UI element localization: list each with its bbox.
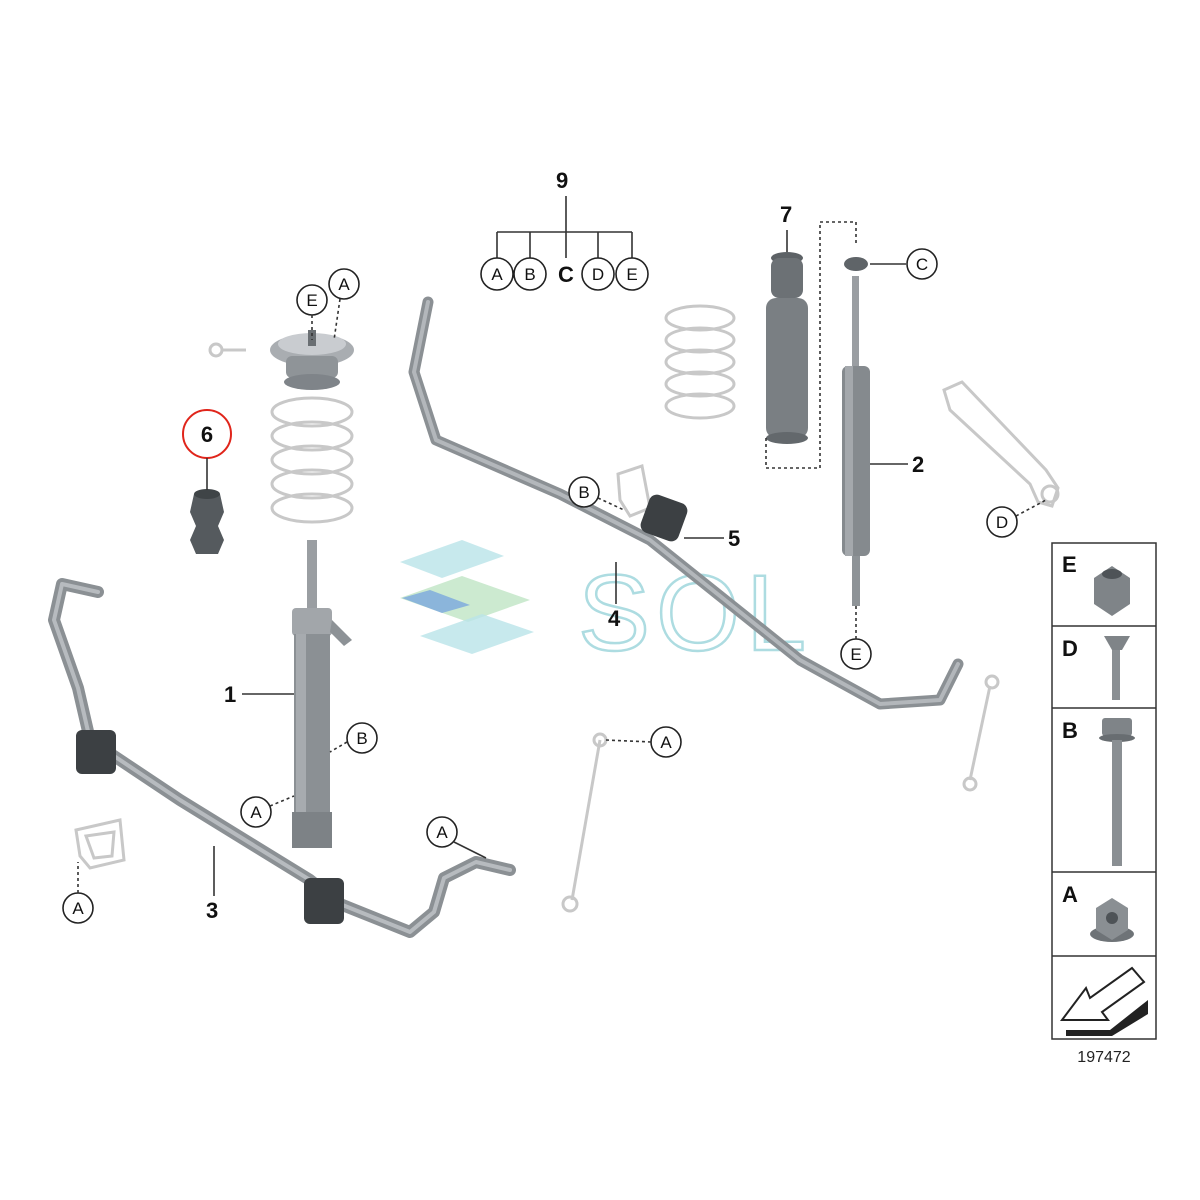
bolt-long-icon xyxy=(1099,718,1135,866)
kit-tag-C-label: C xyxy=(558,262,574,287)
bolt-short-icon xyxy=(1104,636,1130,700)
legend-row-A: A xyxy=(1062,882,1134,942)
kit-tag-D: D xyxy=(581,257,615,291)
callout-1: 1 xyxy=(224,682,236,707)
legend-row-D: D xyxy=(1062,636,1130,700)
callout-7: 7 xyxy=(780,202,792,227)
ghost-coil-spring-front xyxy=(270,396,354,524)
svg-text:A: A xyxy=(338,275,350,294)
callout-3: 3 xyxy=(206,898,218,923)
svg-text:B: B xyxy=(356,729,367,748)
callout-4: 4 xyxy=(608,606,621,631)
legend-row-B: B xyxy=(1062,718,1135,866)
kit-9-group: 9 A B C D E xyxy=(480,168,649,291)
front-bushing-right xyxy=(304,878,344,924)
ghost-bushing-clamp-front xyxy=(74,818,126,870)
kit-tag-B-label: B xyxy=(524,265,535,284)
callout-1-group: 1 xyxy=(224,682,294,707)
strut-top-mount xyxy=(270,330,354,390)
callout-3-group: 3 xyxy=(206,846,218,923)
kit-tag-A: A xyxy=(480,257,514,291)
ghost-control-arm-rear xyxy=(942,380,1060,508)
ghost-bushing-clamp-rear xyxy=(616,464,652,518)
rear-shock-absorber xyxy=(842,257,870,606)
kit-tag-D-label: D xyxy=(592,265,604,284)
front-bushing-left xyxy=(76,730,116,774)
tag-A-front-clamp: A xyxy=(62,862,94,924)
svg-text:A: A xyxy=(72,899,84,918)
tag-A-link-bottom: A xyxy=(426,816,487,859)
svg-text:B: B xyxy=(578,483,589,502)
callout-5-group: 5 xyxy=(684,526,740,551)
svg-text:C: C xyxy=(916,255,928,274)
bump-stop xyxy=(190,489,224,554)
kit-tag-E-label: E xyxy=(626,265,637,284)
kit-tag-B: B xyxy=(513,257,547,291)
callout-9: 9 xyxy=(556,168,568,193)
svg-text:D: D xyxy=(996,513,1008,532)
reference-number: 197472 xyxy=(1077,1049,1130,1066)
svg-text:A: A xyxy=(660,733,672,752)
callout-5: 5 xyxy=(728,526,740,551)
svg-text:A: A xyxy=(250,803,262,822)
ghost-coil-spring-rear xyxy=(664,304,736,420)
watermark: SOL xyxy=(400,540,807,674)
callout-2-group: 2 xyxy=(870,452,924,477)
svg-text:E: E xyxy=(850,645,861,664)
tag-D-control-arm: D xyxy=(986,499,1047,538)
ghost-link-rod-rear xyxy=(962,674,1000,792)
rear-dust-boot xyxy=(766,252,808,444)
callout-4-group: 4 xyxy=(608,562,621,631)
tag-B-rear-clamp: B xyxy=(568,476,625,511)
tag-E-strut-top: E xyxy=(296,284,328,340)
tag-A-strut: A xyxy=(240,795,295,828)
legend-letter-A: A xyxy=(1062,882,1078,907)
kit-tag-E: E xyxy=(615,257,649,291)
callout-6: 6 xyxy=(201,422,213,447)
ghost-strut-bolt xyxy=(208,342,246,358)
callout-7-group: 7 xyxy=(765,202,857,469)
callout-2: 2 xyxy=(912,452,924,477)
watermark-logo-icon xyxy=(400,540,534,654)
svg-text:E: E xyxy=(306,291,317,310)
legend-row-E: E xyxy=(1062,552,1130,616)
callout-6-group: 6 xyxy=(182,409,232,490)
nut-icon xyxy=(1094,566,1130,616)
tag-C-shock-top: C xyxy=(870,248,938,280)
flange-nut-icon xyxy=(1090,898,1134,942)
tag-B-strut: B xyxy=(329,722,378,754)
kit-tag-A-label: A xyxy=(491,265,503,284)
front-strut xyxy=(292,540,352,848)
legend-letter-D: D xyxy=(1062,636,1078,661)
tag-A-strut-top: A xyxy=(328,268,360,341)
svg-text:A: A xyxy=(436,823,448,842)
hardware-legend: E D B A xyxy=(1051,542,1157,1040)
tag-E-shock-bottom: E xyxy=(840,606,872,670)
rear-stabilizer-bar xyxy=(408,296,964,710)
ghost-link-rod-front xyxy=(561,732,608,913)
tag-A-link-top: A xyxy=(605,726,682,758)
legend-letter-E: E xyxy=(1062,552,1077,577)
rear-bushing xyxy=(640,494,688,542)
legend-letter-B: B xyxy=(1062,718,1078,743)
direction-arrow-icon xyxy=(1060,966,1148,1036)
